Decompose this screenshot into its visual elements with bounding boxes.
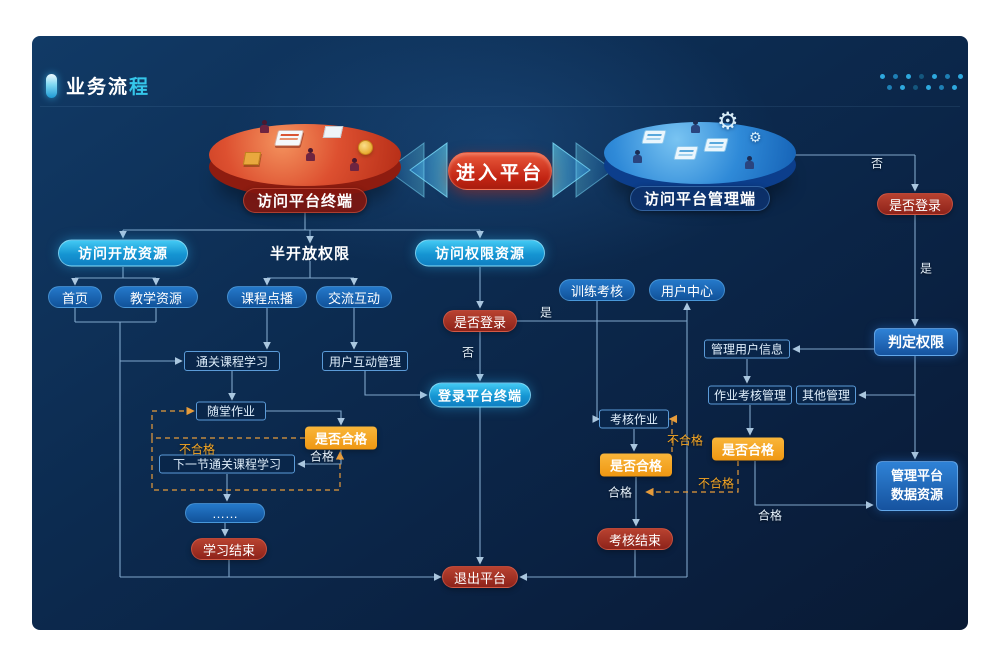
screen-icon (673, 146, 699, 160)
node-next-pass-course: 下一节通关课程学习 (159, 454, 295, 474)
terminal-left-label: 访问平台终端 (242, 188, 368, 213)
node-semi-open-permission: 半开放权限 (269, 245, 351, 263)
screen-icon (641, 130, 667, 144)
node-manage-platform-data-line1: 管理平台 (890, 468, 943, 484)
crate-icon (242, 152, 262, 165)
node-judge-permission: 判定权限 (874, 328, 958, 356)
node-login-check-mid: 是否登录 (443, 310, 517, 332)
node-course-ondemand: 课程点播 (227, 286, 307, 308)
node-manage-user-info: 管理用户信息 (704, 339, 790, 359)
person-icon (633, 150, 642, 163)
node-exit-platform: 退出平台 (442, 566, 518, 588)
gear-icon: ⚙ (749, 129, 762, 145)
coin-icon (358, 140, 373, 155)
terminal-right-label: 访问平台管理端 (629, 186, 771, 211)
node-other-mgmt: 其他管理 (796, 385, 856, 405)
edge-label-qualified-mid: 合格 (607, 485, 633, 500)
edge-label-no-right: 否 (870, 156, 884, 171)
page-title-main: 业务流 (66, 77, 130, 98)
node-access-open-resources: 访问开放资源 (58, 239, 188, 267)
edge-label-unqualified-left: 不合格 (178, 442, 216, 457)
node-teaching-resources: 教学资源 (114, 286, 198, 308)
chevron-left-icon (386, 142, 448, 198)
page-title: 业务流程 (66, 72, 150, 99)
node-pass-course-study: 通关课程学习 (184, 351, 280, 371)
disc-surface (209, 124, 401, 186)
node-home: 首页 (48, 286, 102, 308)
title-capsule-icon (46, 73, 57, 98)
node-interaction: 交流互动 (316, 286, 392, 308)
edge-label-yes-mid: 是 (539, 305, 553, 320)
gear-icon: ⚙ (717, 108, 739, 135)
person-icon (260, 120, 269, 133)
node-ellipsis: …… (185, 503, 265, 523)
enter-platform-badge: 进入平台 (448, 152, 552, 190)
edge-label-yes-right: 是 (919, 261, 933, 276)
node-class-homework: 随堂作业 (196, 401, 266, 421)
edge-label-qualified-left: 合格 (309, 449, 335, 464)
node-access-permission-resources: 访问权限资源 (415, 239, 545, 267)
chevron-right-icon (552, 142, 614, 198)
terminal-right-disc: ⚙ ⚙ 访问平台管理端 (603, 110, 797, 218)
node-qualified-left: 是否合格 (305, 426, 377, 450)
person-icon (745, 156, 754, 169)
node-qualified-right: 是否合格 (712, 437, 784, 461)
node-qualified-mid: 是否合格 (600, 453, 672, 477)
person-icon (350, 158, 359, 171)
node-training-assessment: 训练考核 (559, 279, 635, 301)
page-title-accent: 程 (129, 77, 151, 98)
node-assessment-end: 考核结束 (597, 528, 673, 550)
screen-icon (703, 138, 729, 152)
node-homework-assessment-mgmt: 作业考核管理 (708, 385, 792, 405)
node-user-interaction-mgmt: 用户互动管理 (322, 351, 408, 371)
decor-dots (880, 74, 963, 96)
box-icon (322, 126, 344, 138)
node-login-platform-terminal: 登录平台终端 (429, 382, 531, 408)
edge-label-qualified-right: 合格 (757, 508, 783, 523)
node-study-end: 学习结束 (191, 538, 267, 560)
node-user-center: 用户中心 (649, 279, 725, 301)
person-icon (691, 120, 700, 133)
header-divider (40, 106, 960, 107)
person-icon (306, 148, 315, 161)
node-assessment-homework: 考核作业 (599, 409, 669, 429)
whiteboard-icon (274, 130, 304, 146)
edge-label-no-mid: 否 (461, 345, 475, 360)
edge-label-unqualified-mid: 不合格 (666, 433, 704, 448)
node-manage-platform-data: 管理平台 数据资源 (876, 461, 958, 511)
node-manage-platform-data-line2: 数据资源 (890, 487, 943, 502)
terminal-left-disc: 访问平台终端 (208, 116, 402, 220)
edge-label-unqualified-right: 不合格 (697, 476, 735, 491)
node-login-check-right: 是否登录 (877, 193, 953, 215)
